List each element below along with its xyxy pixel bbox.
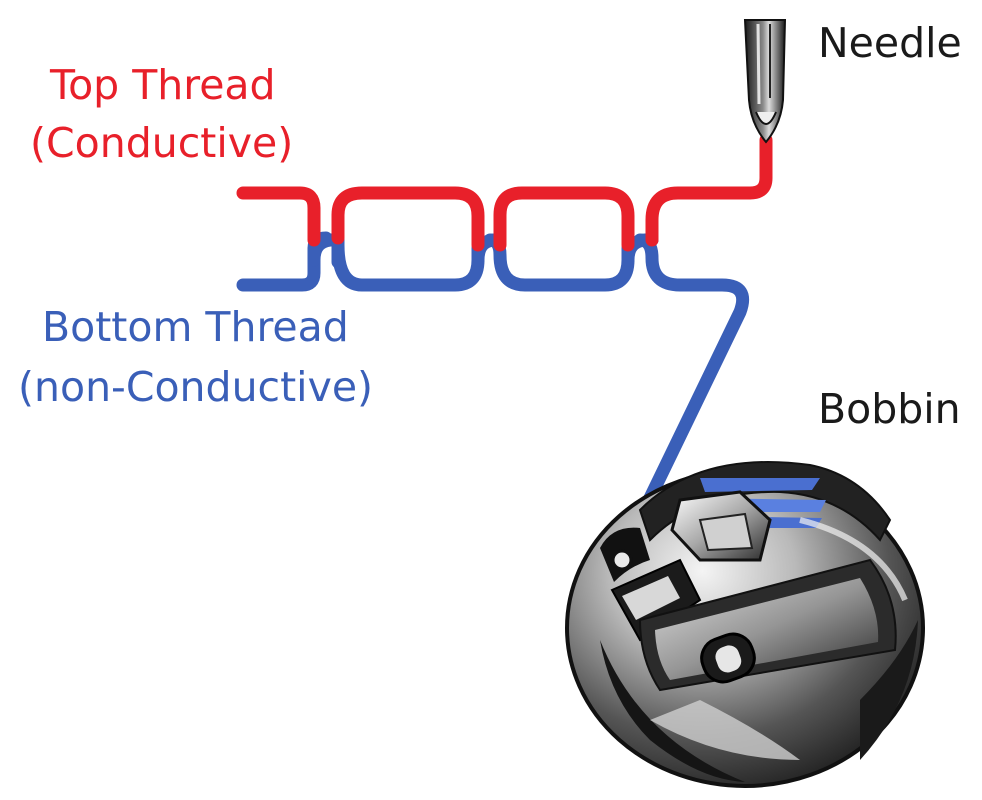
top-thread-sublabel: (Conductive) xyxy=(30,119,294,167)
bottom-thread-sublabel: (non-Conductive) xyxy=(18,363,374,411)
bobbin-case-icon xyxy=(565,461,925,788)
top-thread-line xyxy=(236,133,773,252)
bottom-thread-label: Bottom Thread xyxy=(42,303,349,351)
bottom-thread-line xyxy=(236,231,750,567)
top-thread-label: Top Thread xyxy=(50,61,276,109)
needle-icon xyxy=(743,19,787,144)
top-thread xyxy=(236,133,773,252)
bobbin-label: Bobbin xyxy=(818,385,961,433)
needle-label: Needle xyxy=(818,19,962,67)
